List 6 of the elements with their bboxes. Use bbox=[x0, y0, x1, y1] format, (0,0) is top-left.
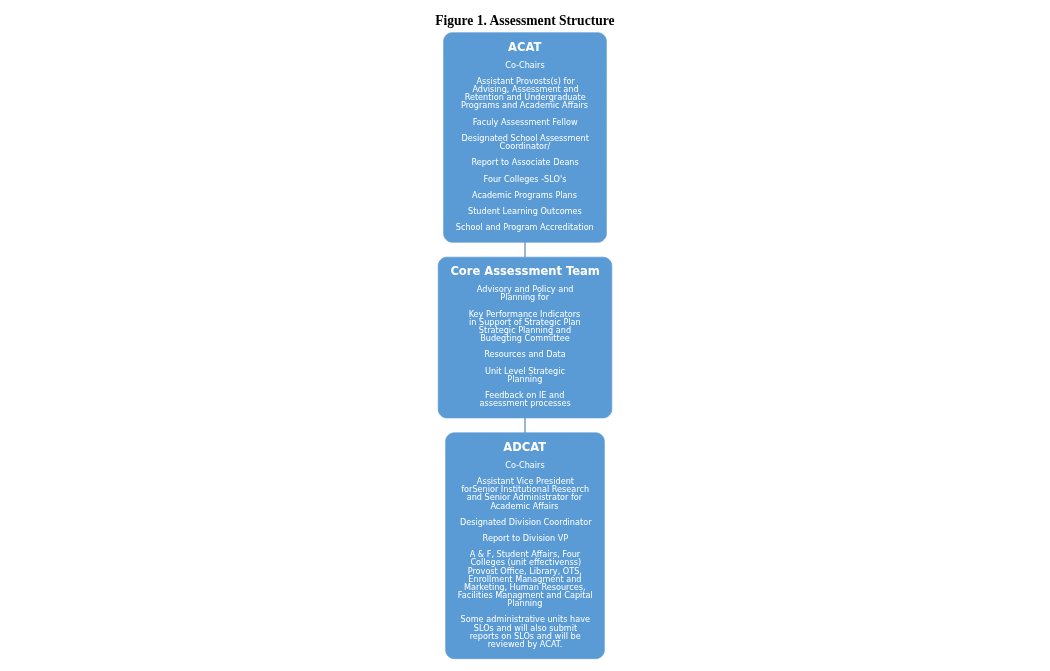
node-box: Core Assessment Team Advisory and Policy and Planning for Key Performance Indicators in Support of Strategic Plan Strategic Planning and Budegting Committee Resources and Data Unit Level Strategic Planning Feedback on IE and assessment processes bbox=[437, 256, 613, 419]
node-box: ADCAT Co-Chairs Assistant Vice President forSenior Institutional Research and Senior Administrator for Academic Affairs Designated Division Coordinator Report to Division VP A & F, Student Affairs, Four Colleges (unit effectivenss) Provost Office, Library, OTS, Enrollment Managment and Marketing, Human Resources, Facilities Managment and Capital Planning Some administrative units have SLOs and will also submit reports on SLOs and will be reviewed by ACAT. bbox=[445, 432, 605, 659]
node-box: ACAT Co-Chairs Assistant Provosts(s) for Advising, Assessment and Retention and Undergraduate Programs and Academic Affairs Faculy Assessment Fellow Designated School Assessment Coordinator/ Report to Associate Deans Four Colleges -SLO's Academic Programs Plans Student Learning Outcomes School and Program Accreditation bbox=[443, 32, 607, 243]
connector bbox=[524, 241, 526, 258]
connector bbox=[524, 417, 526, 434]
diagram-title: Figure 1. Assessment Structure bbox=[435, 13, 615, 29]
